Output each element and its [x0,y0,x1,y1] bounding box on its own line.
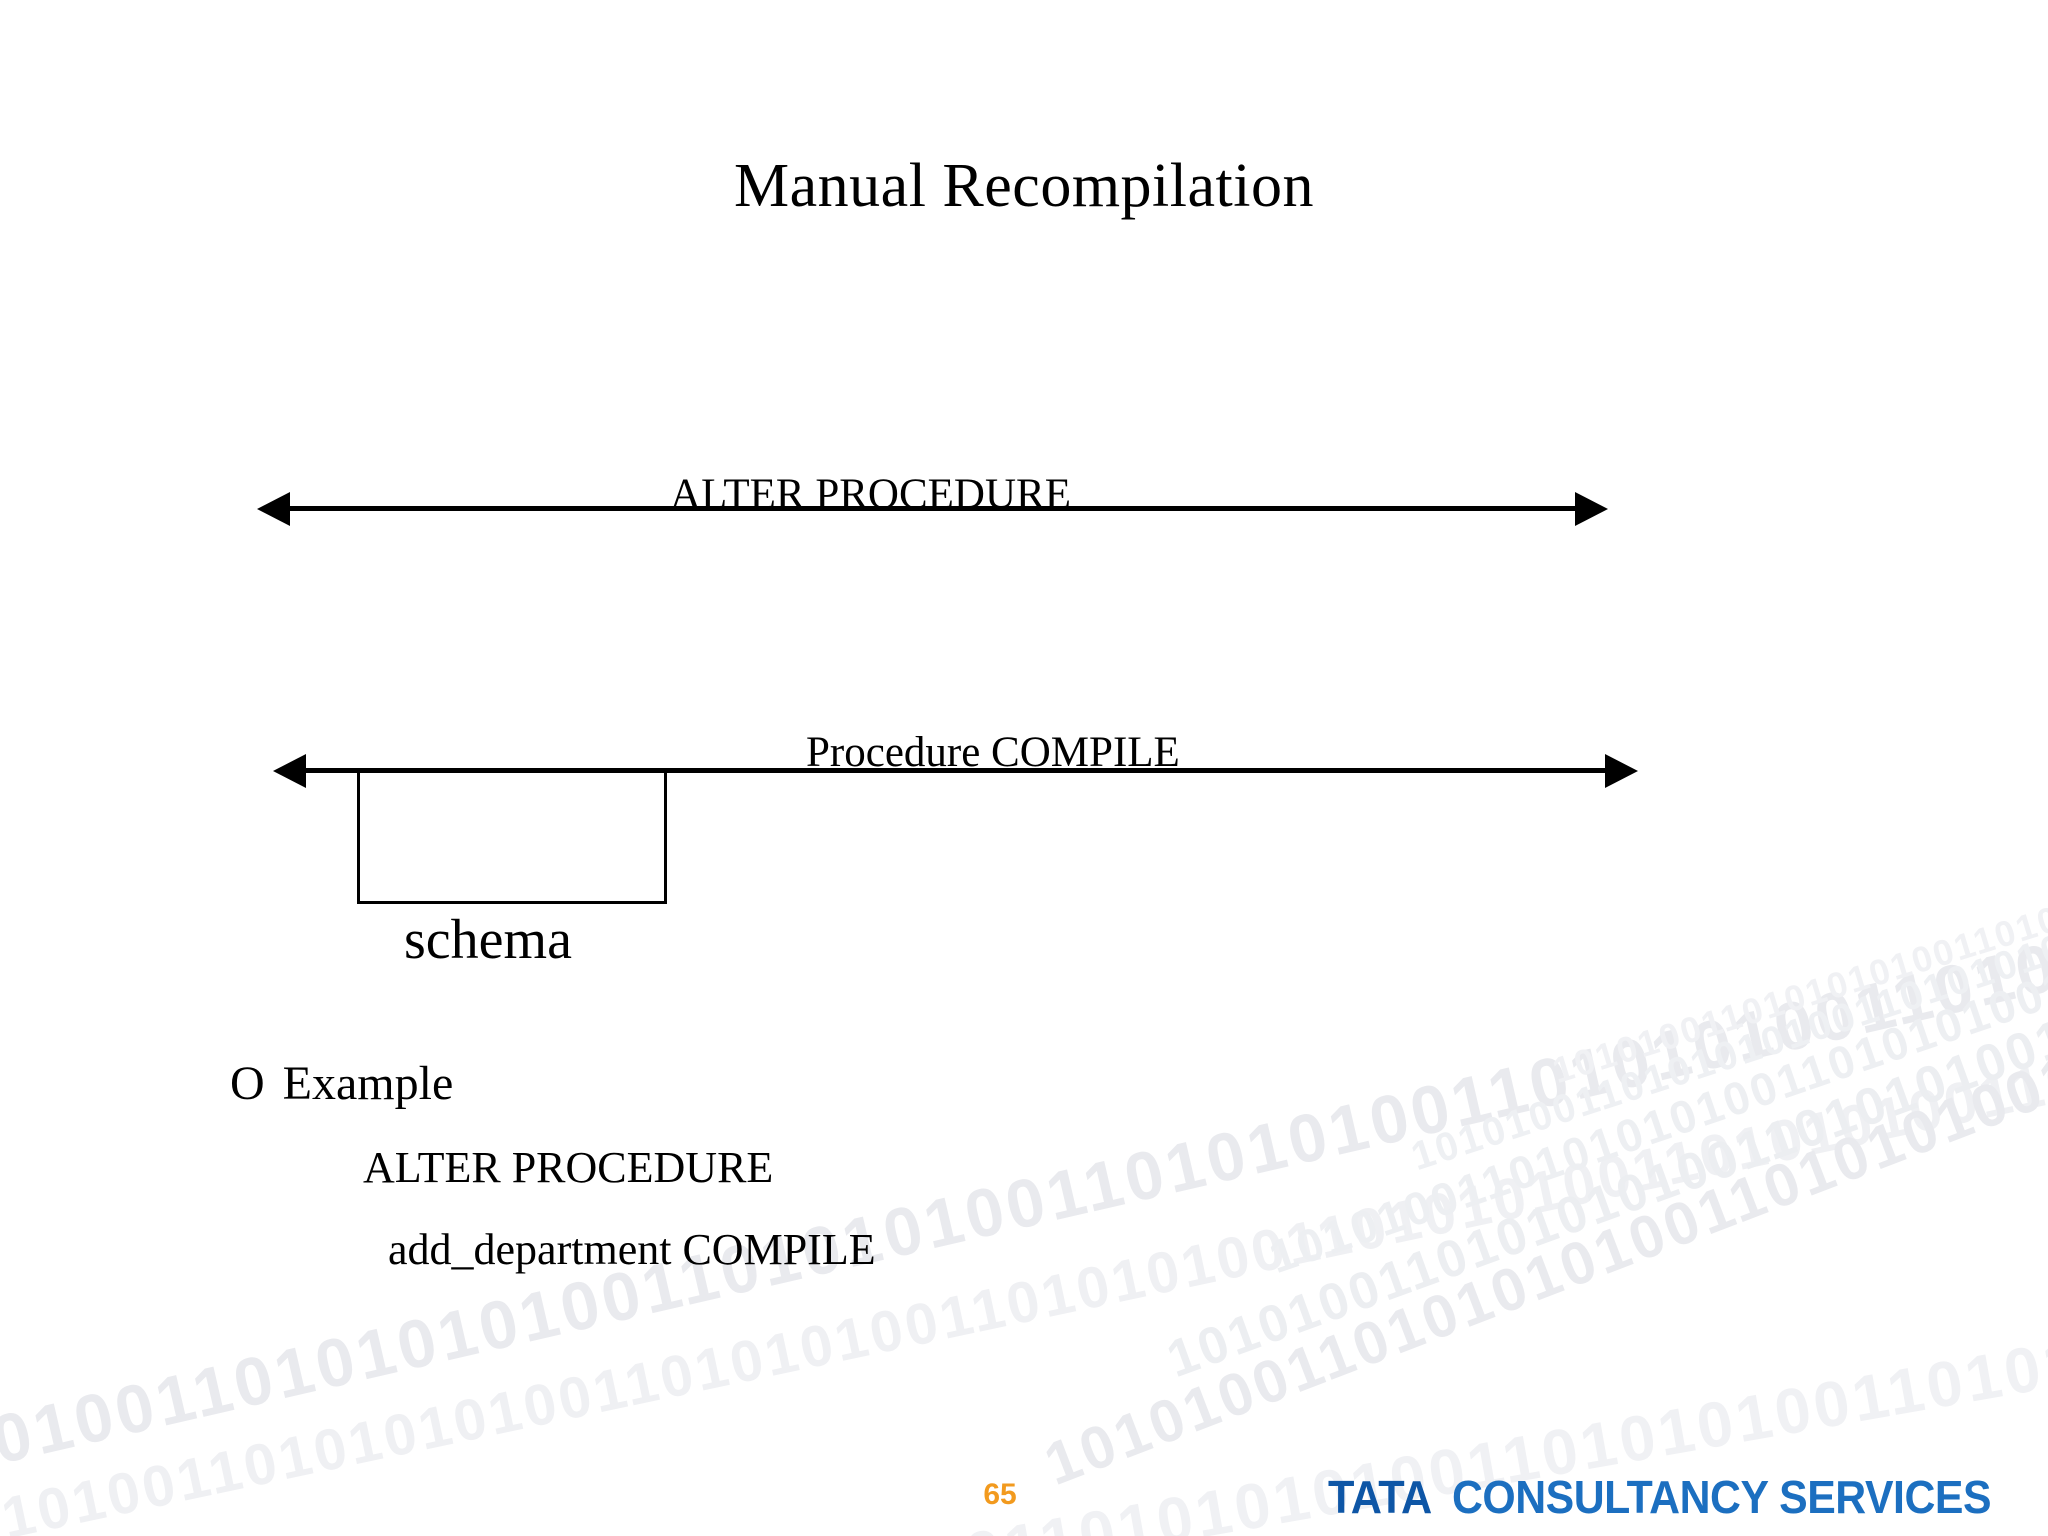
binary-watermark-row: 1010100110101010100110101010011010101001… [1159,595,2048,1390]
binary-watermark-row: 1010100110101010100110101010011010101001… [1262,611,2048,1284]
procedure-compile-arrow-line [300,768,1610,773]
alter-procedure-arrow-line [284,506,1580,511]
code-line-add-department-compile: add_department COMPILE [388,1225,876,1274]
slide-title: Manual Recompilation [734,152,1314,220]
example-bullet-label: Example [282,1057,454,1110]
schema-box-label: schema [404,909,572,971]
tcs-logo-wordmark: CONSULTANCY SERVICES [1452,1471,1992,1523]
code-line-alter-procedure: ALTER PROCEDURE [363,1143,774,1192]
procedure-compile-arrow-label: Procedure COMPILE [806,729,1180,776]
tcs-logo-tata: TATA [1328,1471,1432,1523]
example-bullet-line: O Example [230,1060,876,1108]
right-arrowhead [1605,754,1638,788]
content-block: O Example ALTER PROCEDURE add_department … [230,1060,876,1272]
binary-watermark-row: 1010100110101010100110101010011010101001… [1406,623,2048,1180]
binary-watermark-row: 1010100110101010100110101010011010101001… [1547,614,2048,1092]
right-arrowhead [1575,492,1608,526]
bullet-marker-icon: O [230,1057,265,1110]
tcs-logo: TATA CONSULTANCY SERVICES [1328,1470,2032,1524]
page-number: 65 [983,1478,1017,1511]
schema-box [357,768,667,904]
binary-watermark-row: 1010100110101010100110101010011010101001… [1035,541,2048,1499]
